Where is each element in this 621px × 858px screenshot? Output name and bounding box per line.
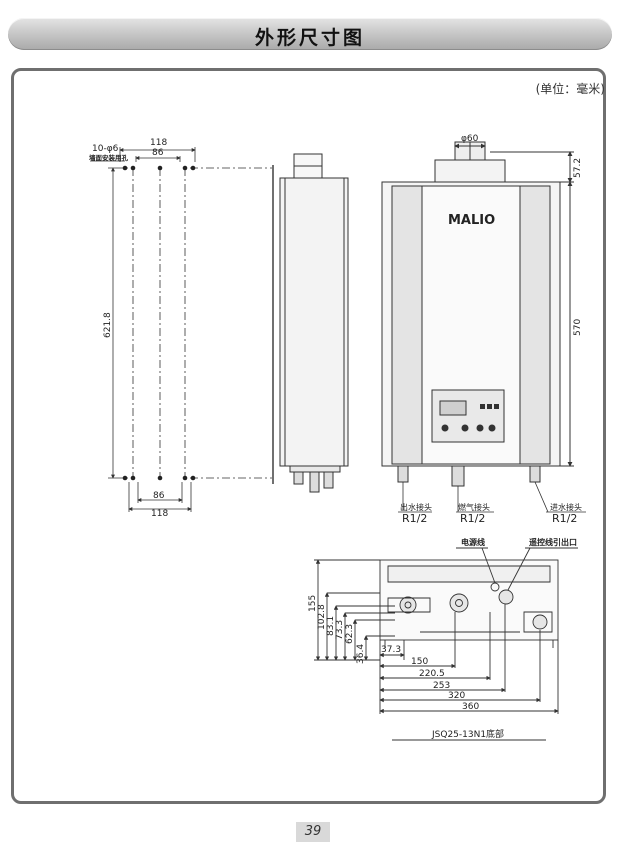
remote-outlet-label: 遥控线引出口 <box>529 537 577 547</box>
bottom-dim-outer: 118 <box>151 509 168 519</box>
vdim-36-4: 36.4 <box>356 644 366 664</box>
control-knob <box>441 424 449 432</box>
connector-leaders <box>398 481 586 513</box>
vdim-155: 155 <box>308 595 318 612</box>
control-knob <box>461 424 469 432</box>
hdim-220-5: 220.5 <box>419 669 445 679</box>
hdim-150: 150 <box>411 657 428 667</box>
unit-note: (单位：毫米) <box>535 82 605 96</box>
side-view <box>272 153 349 493</box>
page-title: 外形尺寸图 <box>254 27 365 49</box>
hdim-320: 320 <box>448 691 465 701</box>
flue-dim: φ60 <box>461 134 479 144</box>
top-dim-inner: 86 <box>152 148 164 158</box>
front-panel-controls <box>441 404 499 432</box>
bottom-view-caption: JSQ25-13N1底部 <box>431 728 504 740</box>
front-height-dim: 570 <box>573 319 583 336</box>
mounting-hole <box>130 475 136 481</box>
mounting-hole-view <box>90 147 272 512</box>
page-number: 39 <box>296 822 330 842</box>
wall-mount-label: 墙面安装用孔 <box>89 153 129 162</box>
inlet-connector-size: R1/2 <box>552 512 577 525</box>
mounting-hole <box>182 165 188 171</box>
mounting-hole <box>157 475 163 481</box>
left-offset-dim: 37.3 <box>381 645 401 655</box>
mounting-hole <box>182 475 188 481</box>
mounting-hole <box>130 165 136 171</box>
mounting-hole <box>122 475 128 481</box>
mounting-hole <box>190 165 196 171</box>
holes-label: 10-φ6 <box>92 144 119 154</box>
mounting-hole <box>157 165 163 171</box>
hdim-253: 253 <box>433 681 450 691</box>
brand-logo: MALIO <box>448 213 495 228</box>
vdim-73-3: 73.3 <box>335 620 345 640</box>
control-knob <box>488 424 496 432</box>
hdim-360: 360 <box>462 702 479 712</box>
vdim-102-8: 102.8 <box>317 604 327 630</box>
gas-connector-size: R1/2 <box>460 512 485 525</box>
indicator-light <box>480 404 485 409</box>
vdim-62-3: 62.3 <box>345 624 355 644</box>
top-dim-outer: 118 <box>150 138 167 148</box>
section-header-bar: 外形尺寸图 <box>8 18 612 50</box>
drawing-frame <box>11 68 606 804</box>
top-offset-dim: 57.2 <box>573 158 583 178</box>
inlet-connector-name: 进水接头 <box>550 502 582 512</box>
vdim-83-1: 83.1 <box>326 616 336 636</box>
front-view <box>381 141 574 487</box>
mounting-hole <box>190 475 196 481</box>
outlet-connector-name: 出水接头 <box>400 502 432 512</box>
bottom-dim-inner: 86 <box>153 491 165 501</box>
outlet-connector-size: R1/2 <box>402 512 427 525</box>
indicator-light <box>487 404 492 409</box>
gas-connector-name: 燃气接头 <box>458 502 490 512</box>
left-height-dim: 621.8 <box>103 312 113 338</box>
power-cord-label: 电源线 <box>461 537 485 547</box>
control-knob <box>476 424 484 432</box>
mounting-hole <box>122 165 128 171</box>
bottom-view <box>314 547 578 741</box>
mounting-holes <box>122 165 196 481</box>
indicator-light <box>494 404 499 409</box>
